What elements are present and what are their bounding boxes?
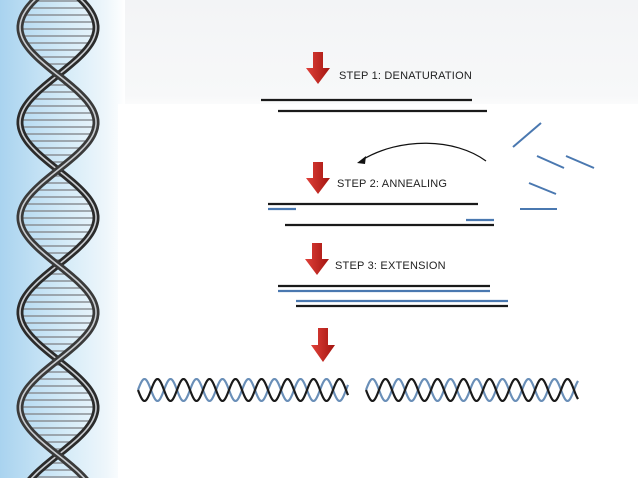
dna-helix-group [16,0,100,478]
free-primer [528,182,557,195]
curved-arrow-icon [361,142,487,162]
down-arrow-icon [305,243,329,275]
helix-product-1-blue-strand [136,377,350,403]
down-arrow-icon [306,162,330,194]
double-helix-products [136,377,579,403]
free-primer [512,122,542,148]
step-2-label: STEP 2: ANNEALING [337,178,448,190]
free-primer [565,155,595,169]
helix-product-2-black-strand [364,377,579,403]
step-3-label: STEP 3: EXTENSION [335,260,446,272]
free-primer [536,155,565,169]
helix-product-2-blue-strand [364,377,579,403]
step-1-label: STEP 1: DENATURATION [339,70,472,82]
down-arrow-icon [311,328,335,362]
helix-product-1-black-strand [136,377,350,403]
helix-backbone-highlight [19,0,97,478]
curved-arrow-head [357,156,366,164]
helix-backbone-highlight [19,0,97,478]
down-arrow-icon [306,52,330,84]
